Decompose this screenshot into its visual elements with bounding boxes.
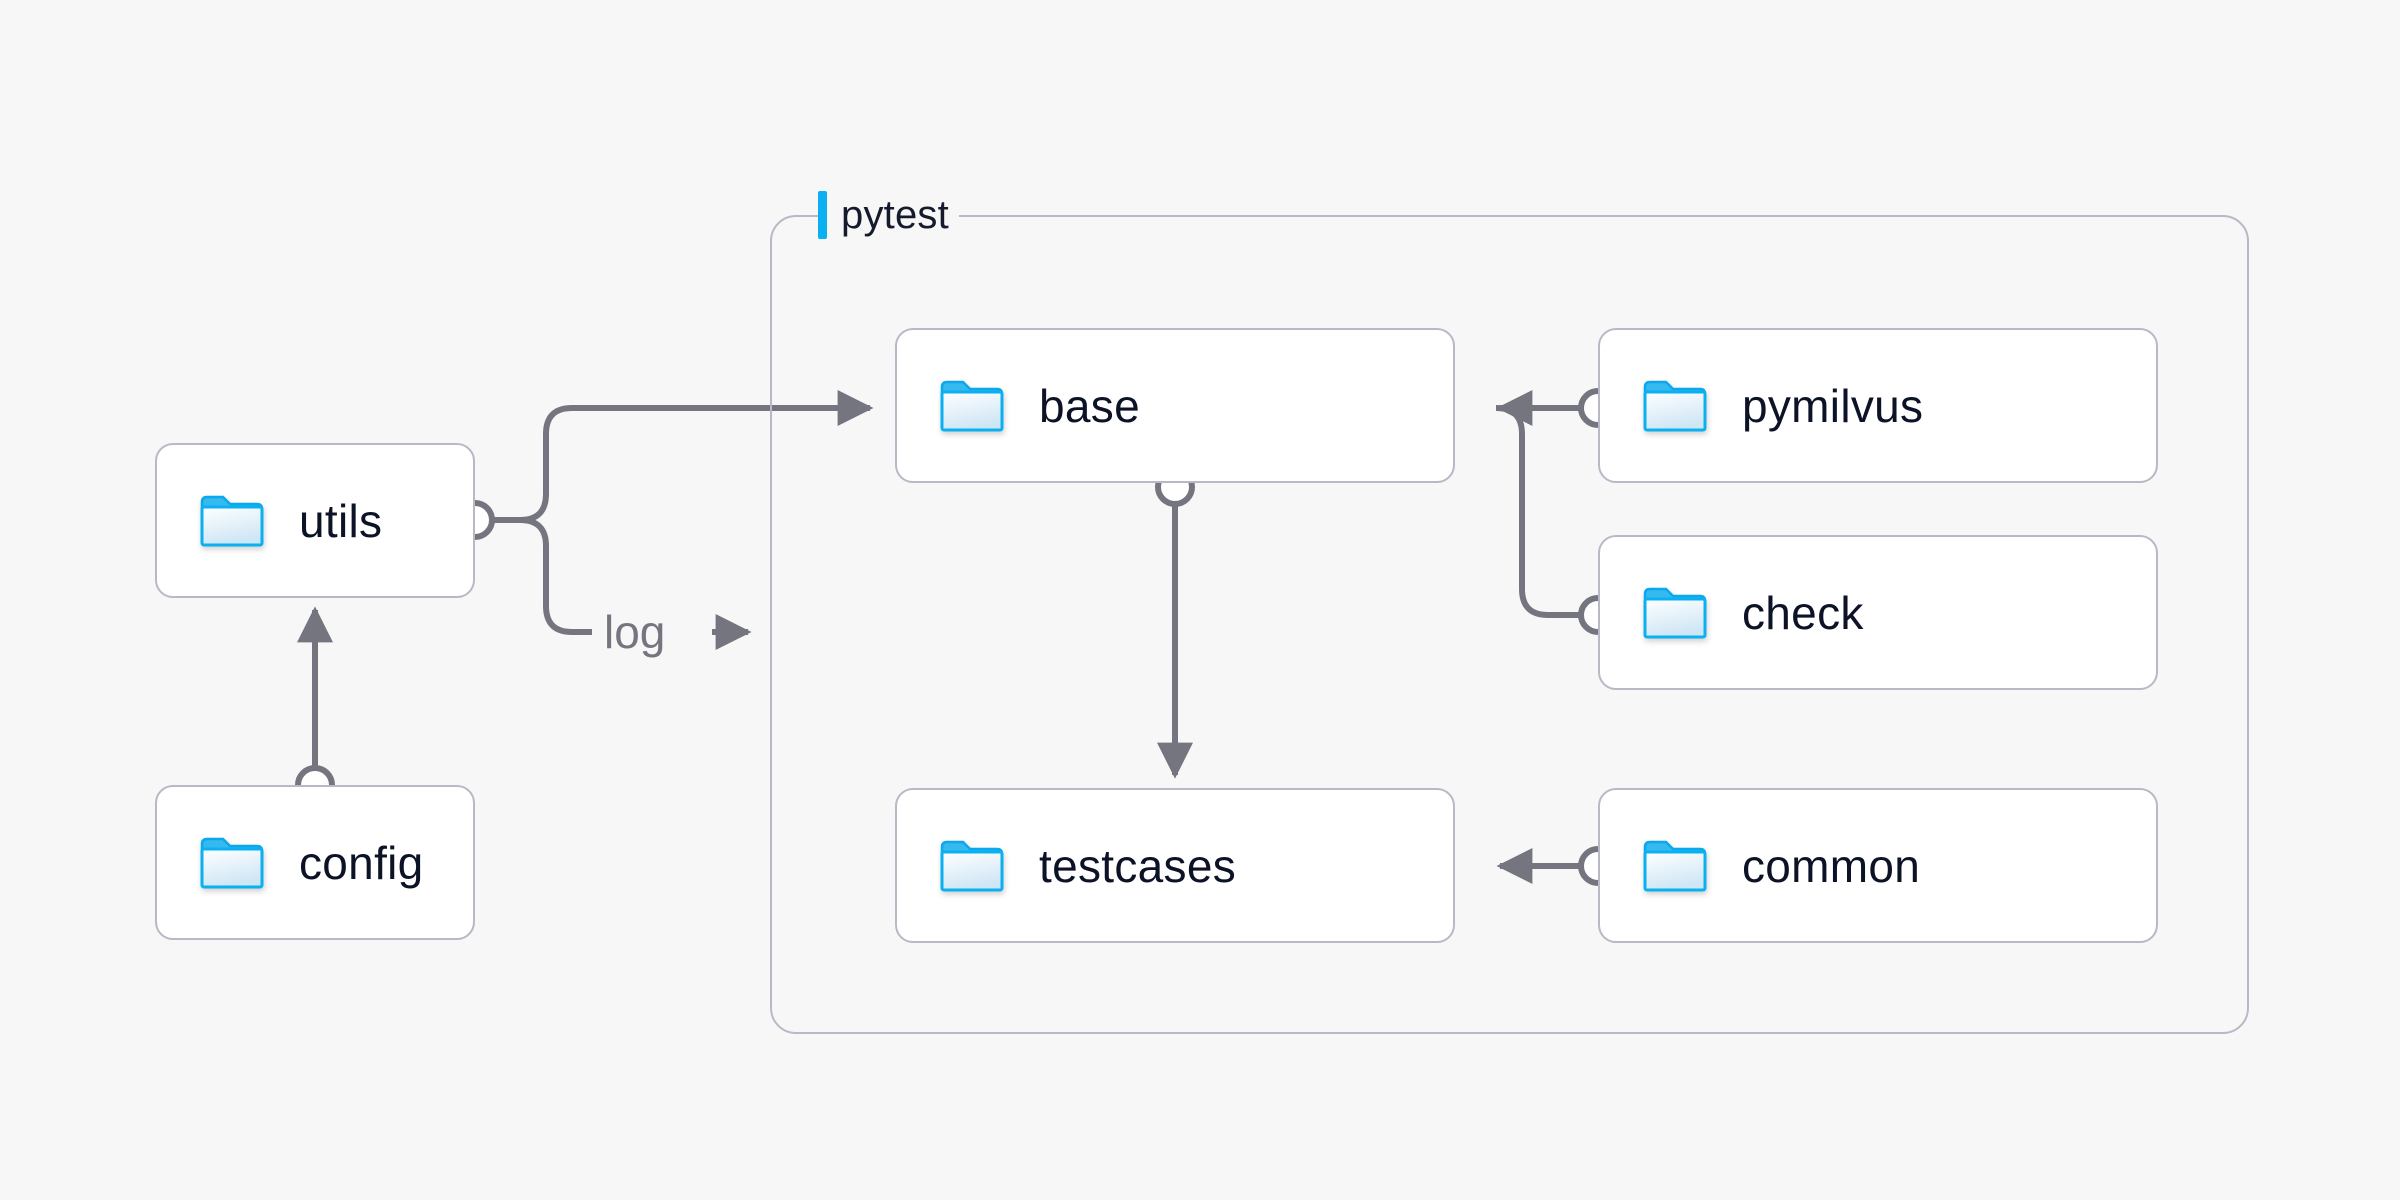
group-pytest-label: pytest — [818, 189, 959, 241]
group-pytest[interactable] — [770, 215, 2249, 1034]
group-title: pytest — [841, 192, 949, 237]
edge-utils-to-log: log — [492, 517, 752, 658]
edge-config-to-utils — [295, 606, 335, 805]
node-common[interactable]: common — [1598, 788, 2158, 943]
node-label: config — [299, 836, 424, 889]
folder-icon — [940, 840, 1004, 891]
node-label: base — [1039, 379, 1140, 432]
node-utils[interactable]: utils — [155, 443, 475, 598]
node-check[interactable]: check — [1598, 535, 2158, 690]
node-label: testcases — [1039, 839, 1237, 892]
node-base[interactable]: base — [895, 328, 1455, 483]
folder-icon — [200, 837, 264, 888]
folder-icon — [200, 495, 264, 546]
node-pymilvus[interactable]: pymilvus — [1598, 328, 2158, 483]
folder-icon — [1643, 587, 1707, 638]
node-label: check — [1742, 586, 1864, 639]
accent-bar-icon — [818, 191, 827, 239]
node-config[interactable]: config — [155, 785, 475, 940]
edge-label-log: log — [604, 606, 665, 658]
node-testcases[interactable]: testcases — [895, 788, 1455, 943]
node-label: utils — [299, 494, 383, 547]
folder-icon — [1643, 840, 1707, 891]
folder-icon — [1643, 380, 1707, 431]
node-label: pymilvus — [1742, 379, 1924, 432]
node-label: common — [1742, 839, 1921, 892]
folder-icon — [940, 380, 1004, 431]
